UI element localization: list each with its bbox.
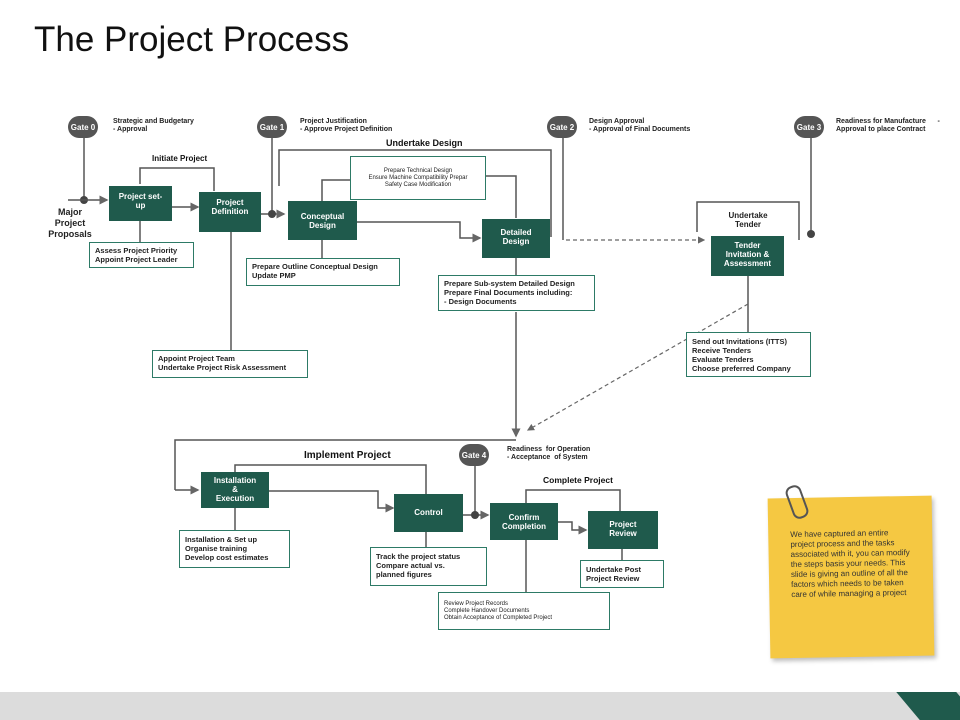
note-technical-design: Prepare Technical Design Ensure Machine … [350, 156, 486, 200]
step-tender-invitation: Tender Invitation & Assessment [711, 236, 784, 276]
gate-0-note: Strategic and Budgetary - Approval [113, 118, 194, 133]
gate-2-note: Design Approval - Approval of Final Docu… [589, 118, 691, 133]
undertake-tender-label: Undertake Tender [728, 211, 768, 229]
note-send-invitations: Send out Invitations (ITTS) Receive Tend… [686, 332, 811, 377]
gate-4-badge: Gate 4 [459, 444, 489, 466]
major-proposals-label: Major Project Proposals [48, 207, 92, 239]
note-outline-design: Prepare Outline Conceptual Design Update… [246, 258, 400, 286]
gate-1-badge: Gate 1 [257, 116, 287, 138]
step-project-setup: Project set- up [109, 186, 172, 221]
note-installation-setup: Installation & Set up Organise training … [179, 530, 290, 568]
note-subsystem-design: Prepare Sub-system Detailed Design Prepa… [438, 275, 595, 311]
gate-1-note: Project Justification - Approve Project … [300, 118, 393, 133]
step-project-review: Project Review [588, 511, 658, 549]
step-detailed-design: Detailed Design [482, 219, 550, 258]
note-review-records: Review Project Records Complete Handover… [438, 592, 610, 630]
gate-3-badge: Gate 3 [794, 116, 824, 138]
step-installation-execution: Installation & Execution [201, 472, 269, 508]
complete-project-label: Complete Project [543, 475, 613, 485]
note-appoint-team: Appoint Project Team Undertake Project R… [152, 350, 308, 378]
sticky-note: We have captured an entire project proce… [767, 495, 935, 659]
step-conceptual-design: Conceptual Design [288, 201, 357, 240]
note-assess-priority: Assess Project Priority Appoint Project … [89, 242, 194, 268]
initiate-bracket [139, 167, 215, 191]
dashed-to-implement [526, 303, 749, 431]
sticky-note-text: We have captured an entire project proce… [790, 528, 910, 600]
gate-3-note: Readiness for Manufacture - Approval to … [836, 118, 940, 133]
footer-bar [0, 692, 960, 720]
step-confirm-completion: Confirm Completion [490, 503, 558, 540]
step-control: Control [394, 494, 463, 532]
note-post-review: Undertake Post Project Review [580, 560, 664, 588]
gate-2-badge: Gate 2 [547, 116, 577, 138]
note-track-status: Track the project status Compare actual … [370, 547, 487, 586]
gate-4-note: Readiness for Operation - Acceptance of … [507, 446, 591, 461]
initiate-project-label: Initiate Project [152, 154, 208, 163]
step-project-definition: Project Definition [199, 192, 261, 232]
undertake-design-label: Undertake Design [386, 138, 463, 148]
page-title: The Project Process [34, 20, 350, 59]
implement-project-label: Implement Project [304, 450, 391, 461]
gate-0-badge: Gate 0 [68, 116, 98, 138]
